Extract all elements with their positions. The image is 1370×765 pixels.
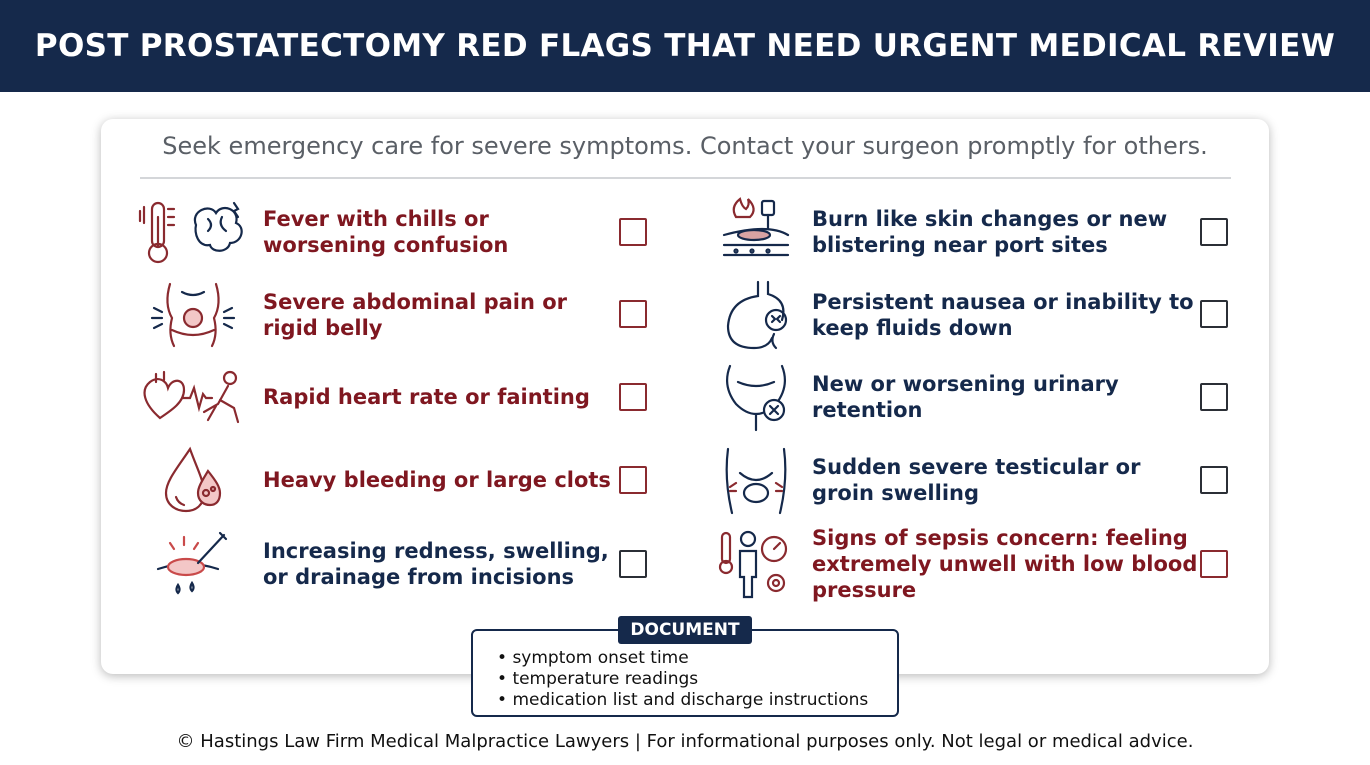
groin-swelling-icon — [718, 443, 828, 517]
checkbox-bleeding[interactable] — [619, 466, 647, 494]
checkbox-groin-swelling[interactable] — [1200, 466, 1228, 494]
checkbox-heart-rate[interactable] — [619, 383, 647, 411]
skin-burn-icon — [718, 195, 828, 269]
checkbox-abdominal-pain[interactable] — [619, 300, 647, 328]
checkbox-skin-burn[interactable] — [1200, 218, 1228, 246]
abdomen-pain-icon — [138, 278, 248, 352]
symptom-label: Rapid heart rate or fainting — [263, 385, 590, 409]
footer-disclaimer: © Hastings Law Firm Medical Malpractice … — [176, 731, 1194, 752]
document-list: symptom onset time temperature readings … — [497, 648, 868, 711]
checklist-card — [101, 119, 1269, 674]
document-tag: DOCUMENT — [618, 616, 752, 644]
checkbox-incision[interactable] — [619, 550, 647, 578]
symptom-item-bleeding: Heavy bleeding or large clots — [138, 443, 658, 517]
symptom-item-incision: Increasing redness, swelling,or drainage… — [138, 527, 658, 601]
nausea-stomach-icon — [718, 278, 828, 352]
checkbox-fever[interactable] — [619, 218, 647, 246]
list-item: symptom onset time — [497, 648, 868, 669]
divider — [140, 177, 1231, 179]
incision-icon — [138, 527, 248, 601]
checkbox-sepsis[interactable] — [1200, 550, 1228, 578]
checkbox-nausea[interactable] — [1200, 300, 1228, 328]
sepsis-icon — [718, 527, 828, 601]
subtitle: Seek emergency care for severe symptoms.… — [162, 132, 1208, 160]
symptom-label: Increasing redness, swelling,or drainage… — [263, 539, 609, 589]
bladder-retention-icon — [718, 360, 828, 434]
list-item: medication list and discharge instructio… — [497, 690, 868, 711]
heart-fainting-icon — [138, 360, 248, 434]
list-item: temperature readings — [497, 669, 868, 690]
symptom-item-heart-rate: Rapid heart rate or fainting — [138, 360, 658, 434]
thermometer-brain-icon — [138, 195, 248, 269]
page-title: POST PROSTATECTOMY RED FLAGS THAT NEED U… — [34, 28, 1336, 64]
blood-drop-icon — [138, 443, 248, 517]
symptom-label: Heavy bleeding or large clots — [263, 468, 611, 492]
header-banner: POST PROSTATECTOMY RED FLAGS THAT NEED U… — [0, 0, 1370, 92]
checkbox-urinary-retention[interactable] — [1200, 383, 1228, 411]
